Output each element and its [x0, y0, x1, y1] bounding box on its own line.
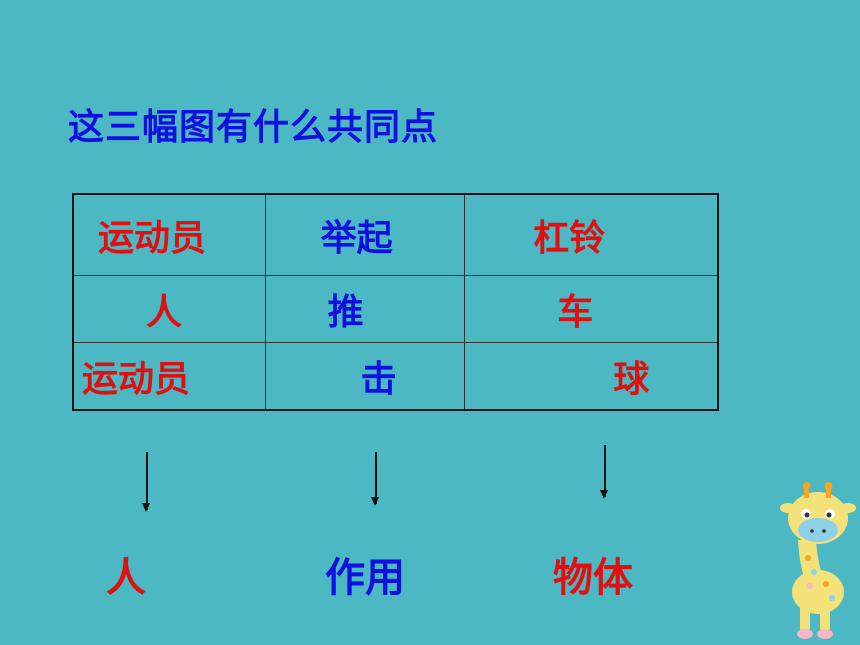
cell-action: 击	[264, 342, 466, 411]
cell-object: 球	[464, 342, 719, 411]
slide-title: 这三幅图有什么共同点	[68, 107, 439, 148]
down-arrow-icon	[372, 452, 378, 506]
giraffe-icon	[780, 482, 856, 639]
table-row: 运动员 击 球	[72, 342, 719, 411]
down-arrow-icon	[601, 445, 607, 499]
cell-text: 车	[557, 292, 594, 333]
cell-action: 推	[264, 275, 466, 343]
cell-text: 运动员	[98, 218, 207, 259]
action-label: 作用	[325, 555, 405, 601]
cell-object: 车	[464, 275, 719, 343]
cell-text: 举起	[320, 218, 393, 259]
cell-text: 运动员	[82, 359, 191, 400]
cell-subject: 运动员	[72, 342, 266, 411]
table-row: 运动员 举起 杠铃	[72, 193, 719, 276]
comparison-table: 运动员 举起 杠铃 人 推 车 运动员 击 球	[72, 193, 719, 411]
cell-text: 球	[613, 359, 650, 400]
object-label: 物体	[553, 555, 633, 601]
down-arrow-icon	[143, 452, 149, 512]
cell-subject: 人	[72, 275, 266, 343]
cell-subject: 运动员	[72, 193, 266, 276]
subject-label: 人	[106, 555, 146, 601]
cell-object: 杠铃	[464, 193, 719, 276]
cell-text: 杠铃	[533, 218, 606, 259]
cell-text: 人	[146, 292, 183, 333]
table-row: 人 推 车	[72, 275, 719, 343]
cell-text: 推	[327, 292, 364, 333]
cell-action: 举起	[264, 193, 466, 276]
cell-text: 击	[360, 359, 397, 400]
